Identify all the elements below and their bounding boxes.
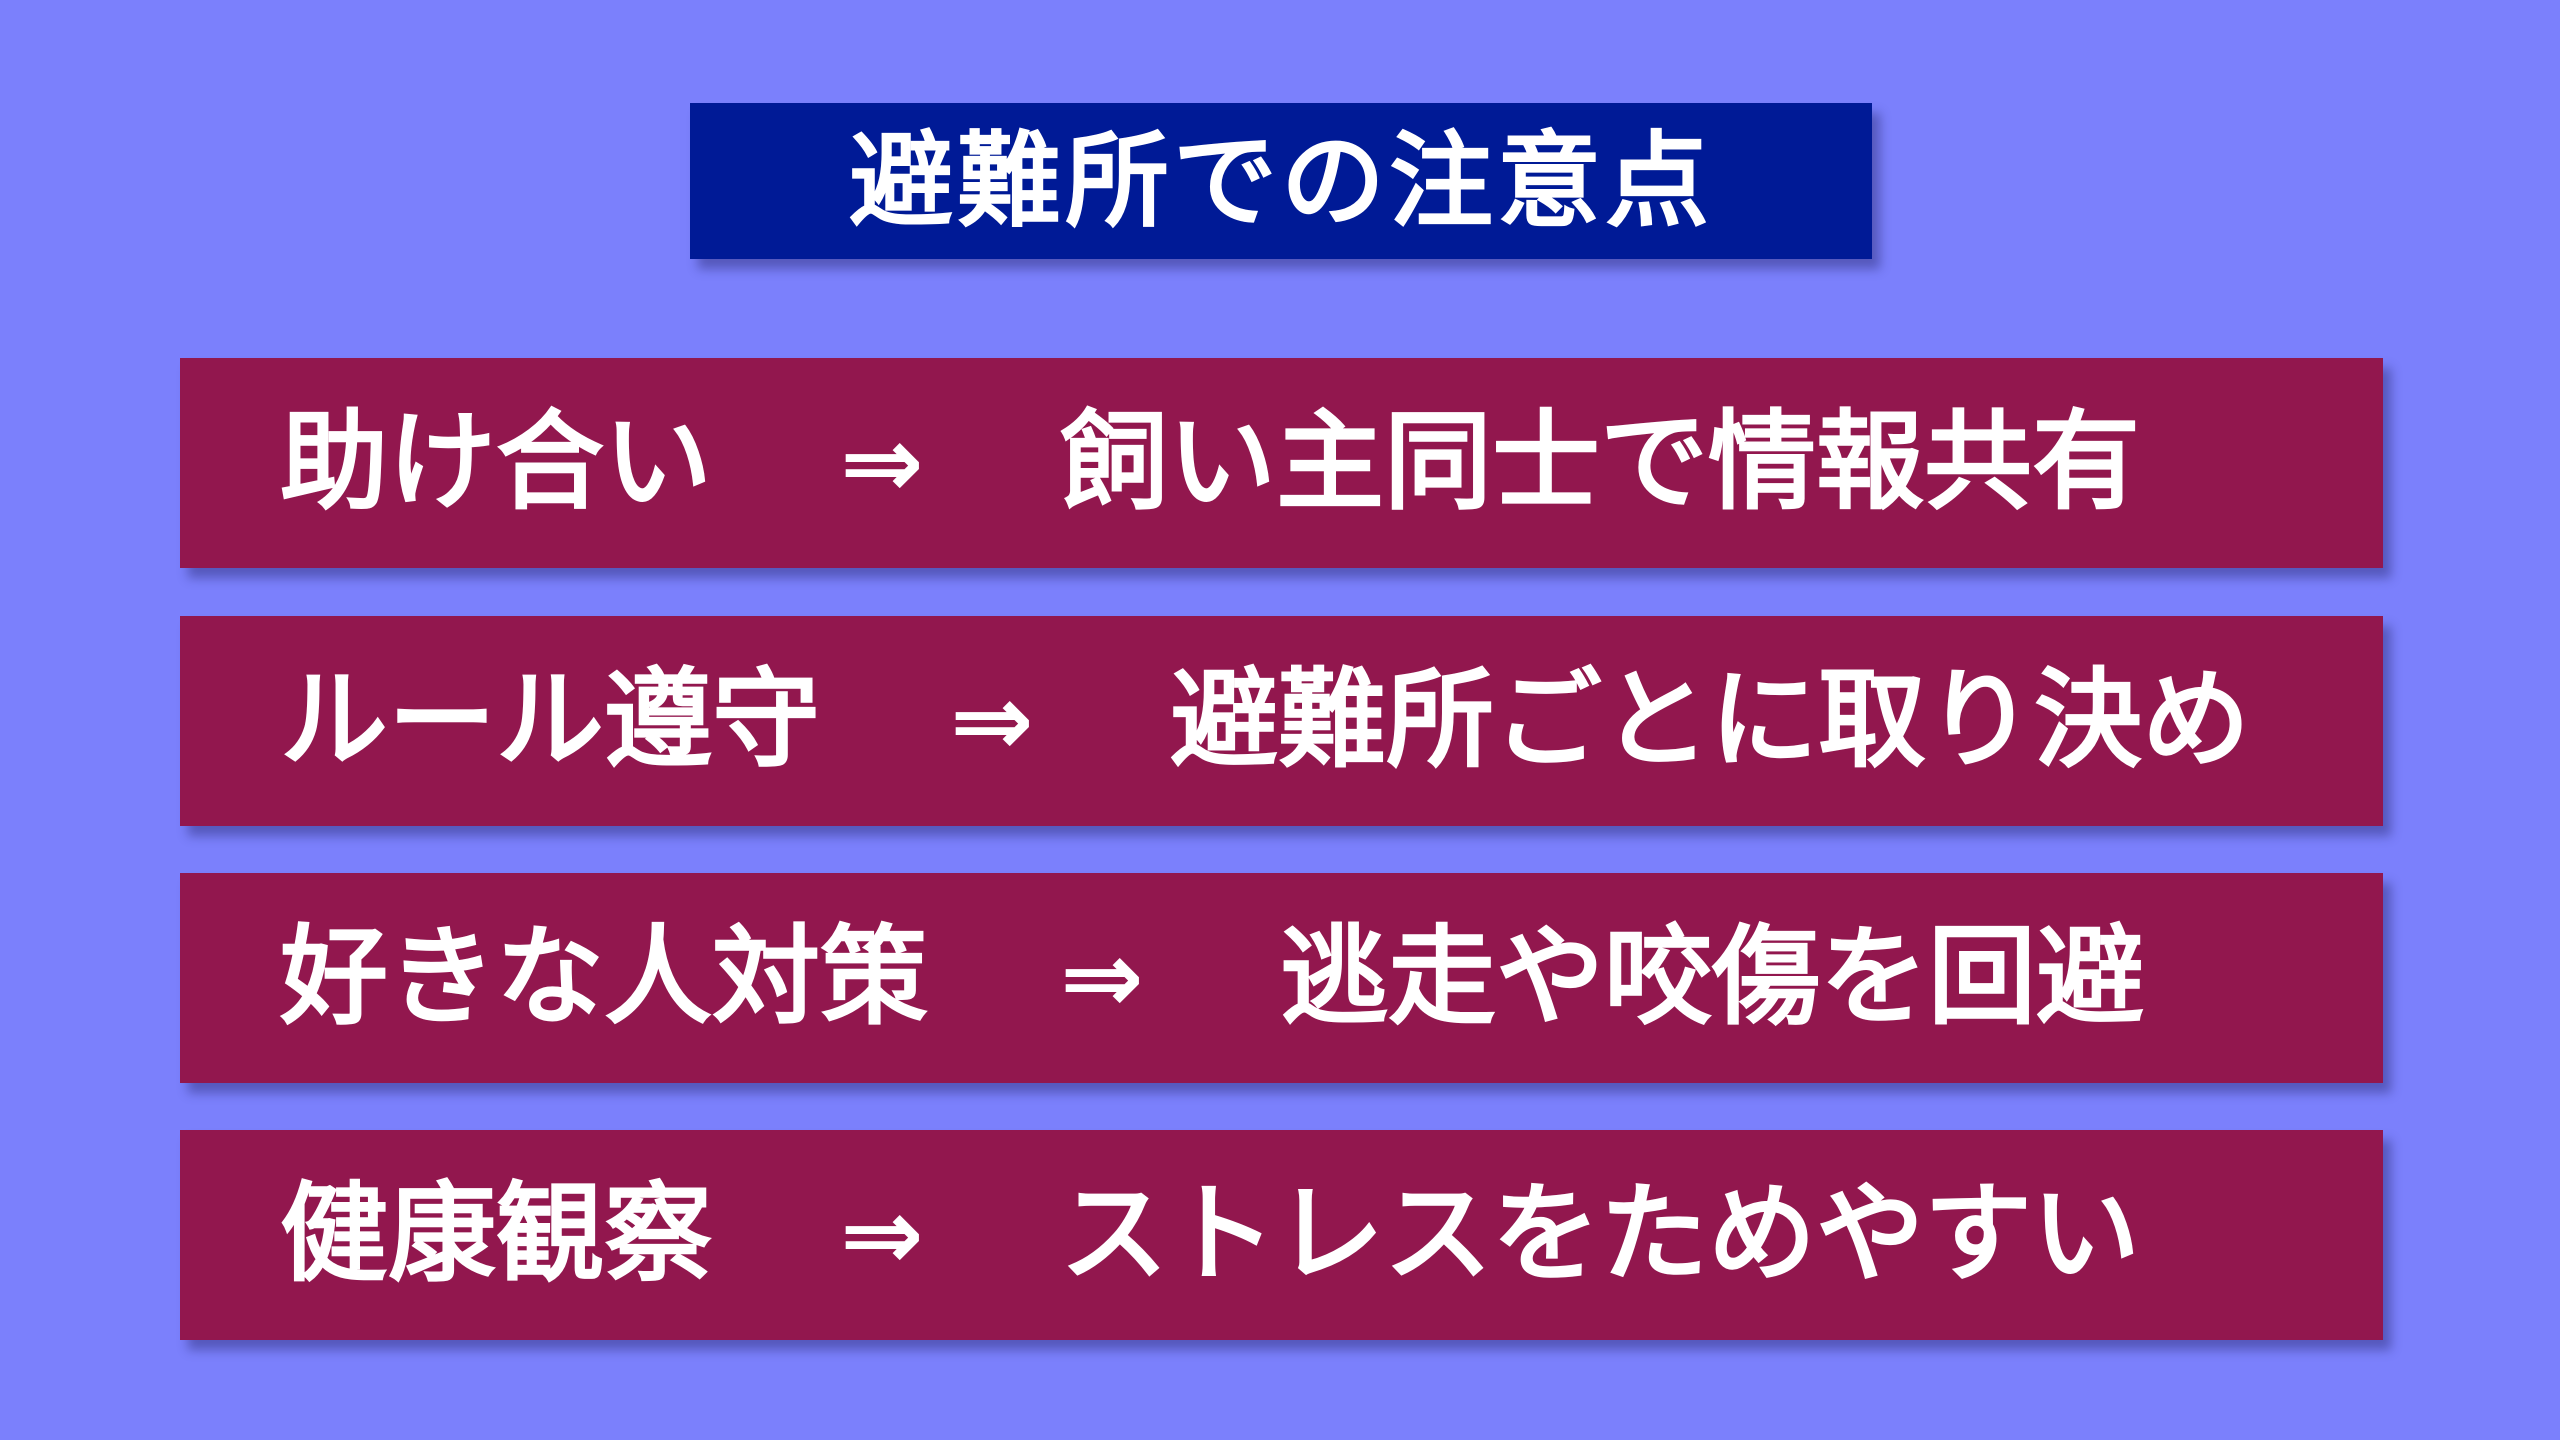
- item-topic: ルール遵守: [280, 658, 821, 783]
- title-banner: 避難所での注意点: [690, 103, 1872, 259]
- item-detail: 飼い主同士で情報共有: [1060, 400, 2141, 525]
- list-item: ルール遵守 ⇒ 避難所ごとに取り決め: [180, 616, 2383, 826]
- list-item: 健康観察 ⇒ ストレスをためやすい: [180, 1130, 2383, 1340]
- item-detail: 避難所ごとに取り決め: [1170, 658, 2251, 783]
- item-topic: 健康観察: [280, 1172, 713, 1297]
- item-detail: ストレスをためやすい: [1060, 1172, 2141, 1297]
- arrow-icon: ⇒: [840, 1176, 924, 1293]
- arrow-icon: ⇒: [1060, 919, 1144, 1036]
- list-item: 好きな人対策 ⇒ 逃走や咬傷を回避: [180, 873, 2383, 1083]
- item-topic: 助け合い: [280, 400, 713, 525]
- page-title: 避難所での注意点: [848, 120, 1713, 242]
- item-topic: 好きな人対策: [280, 915, 929, 1040]
- item-detail: 逃走や咬傷を回避: [1280, 915, 2145, 1040]
- arrow-icon: ⇒: [950, 662, 1034, 779]
- list-item: 助け合い ⇒ 飼い主同士で情報共有: [180, 358, 2383, 568]
- arrow-icon: ⇒: [840, 404, 924, 521]
